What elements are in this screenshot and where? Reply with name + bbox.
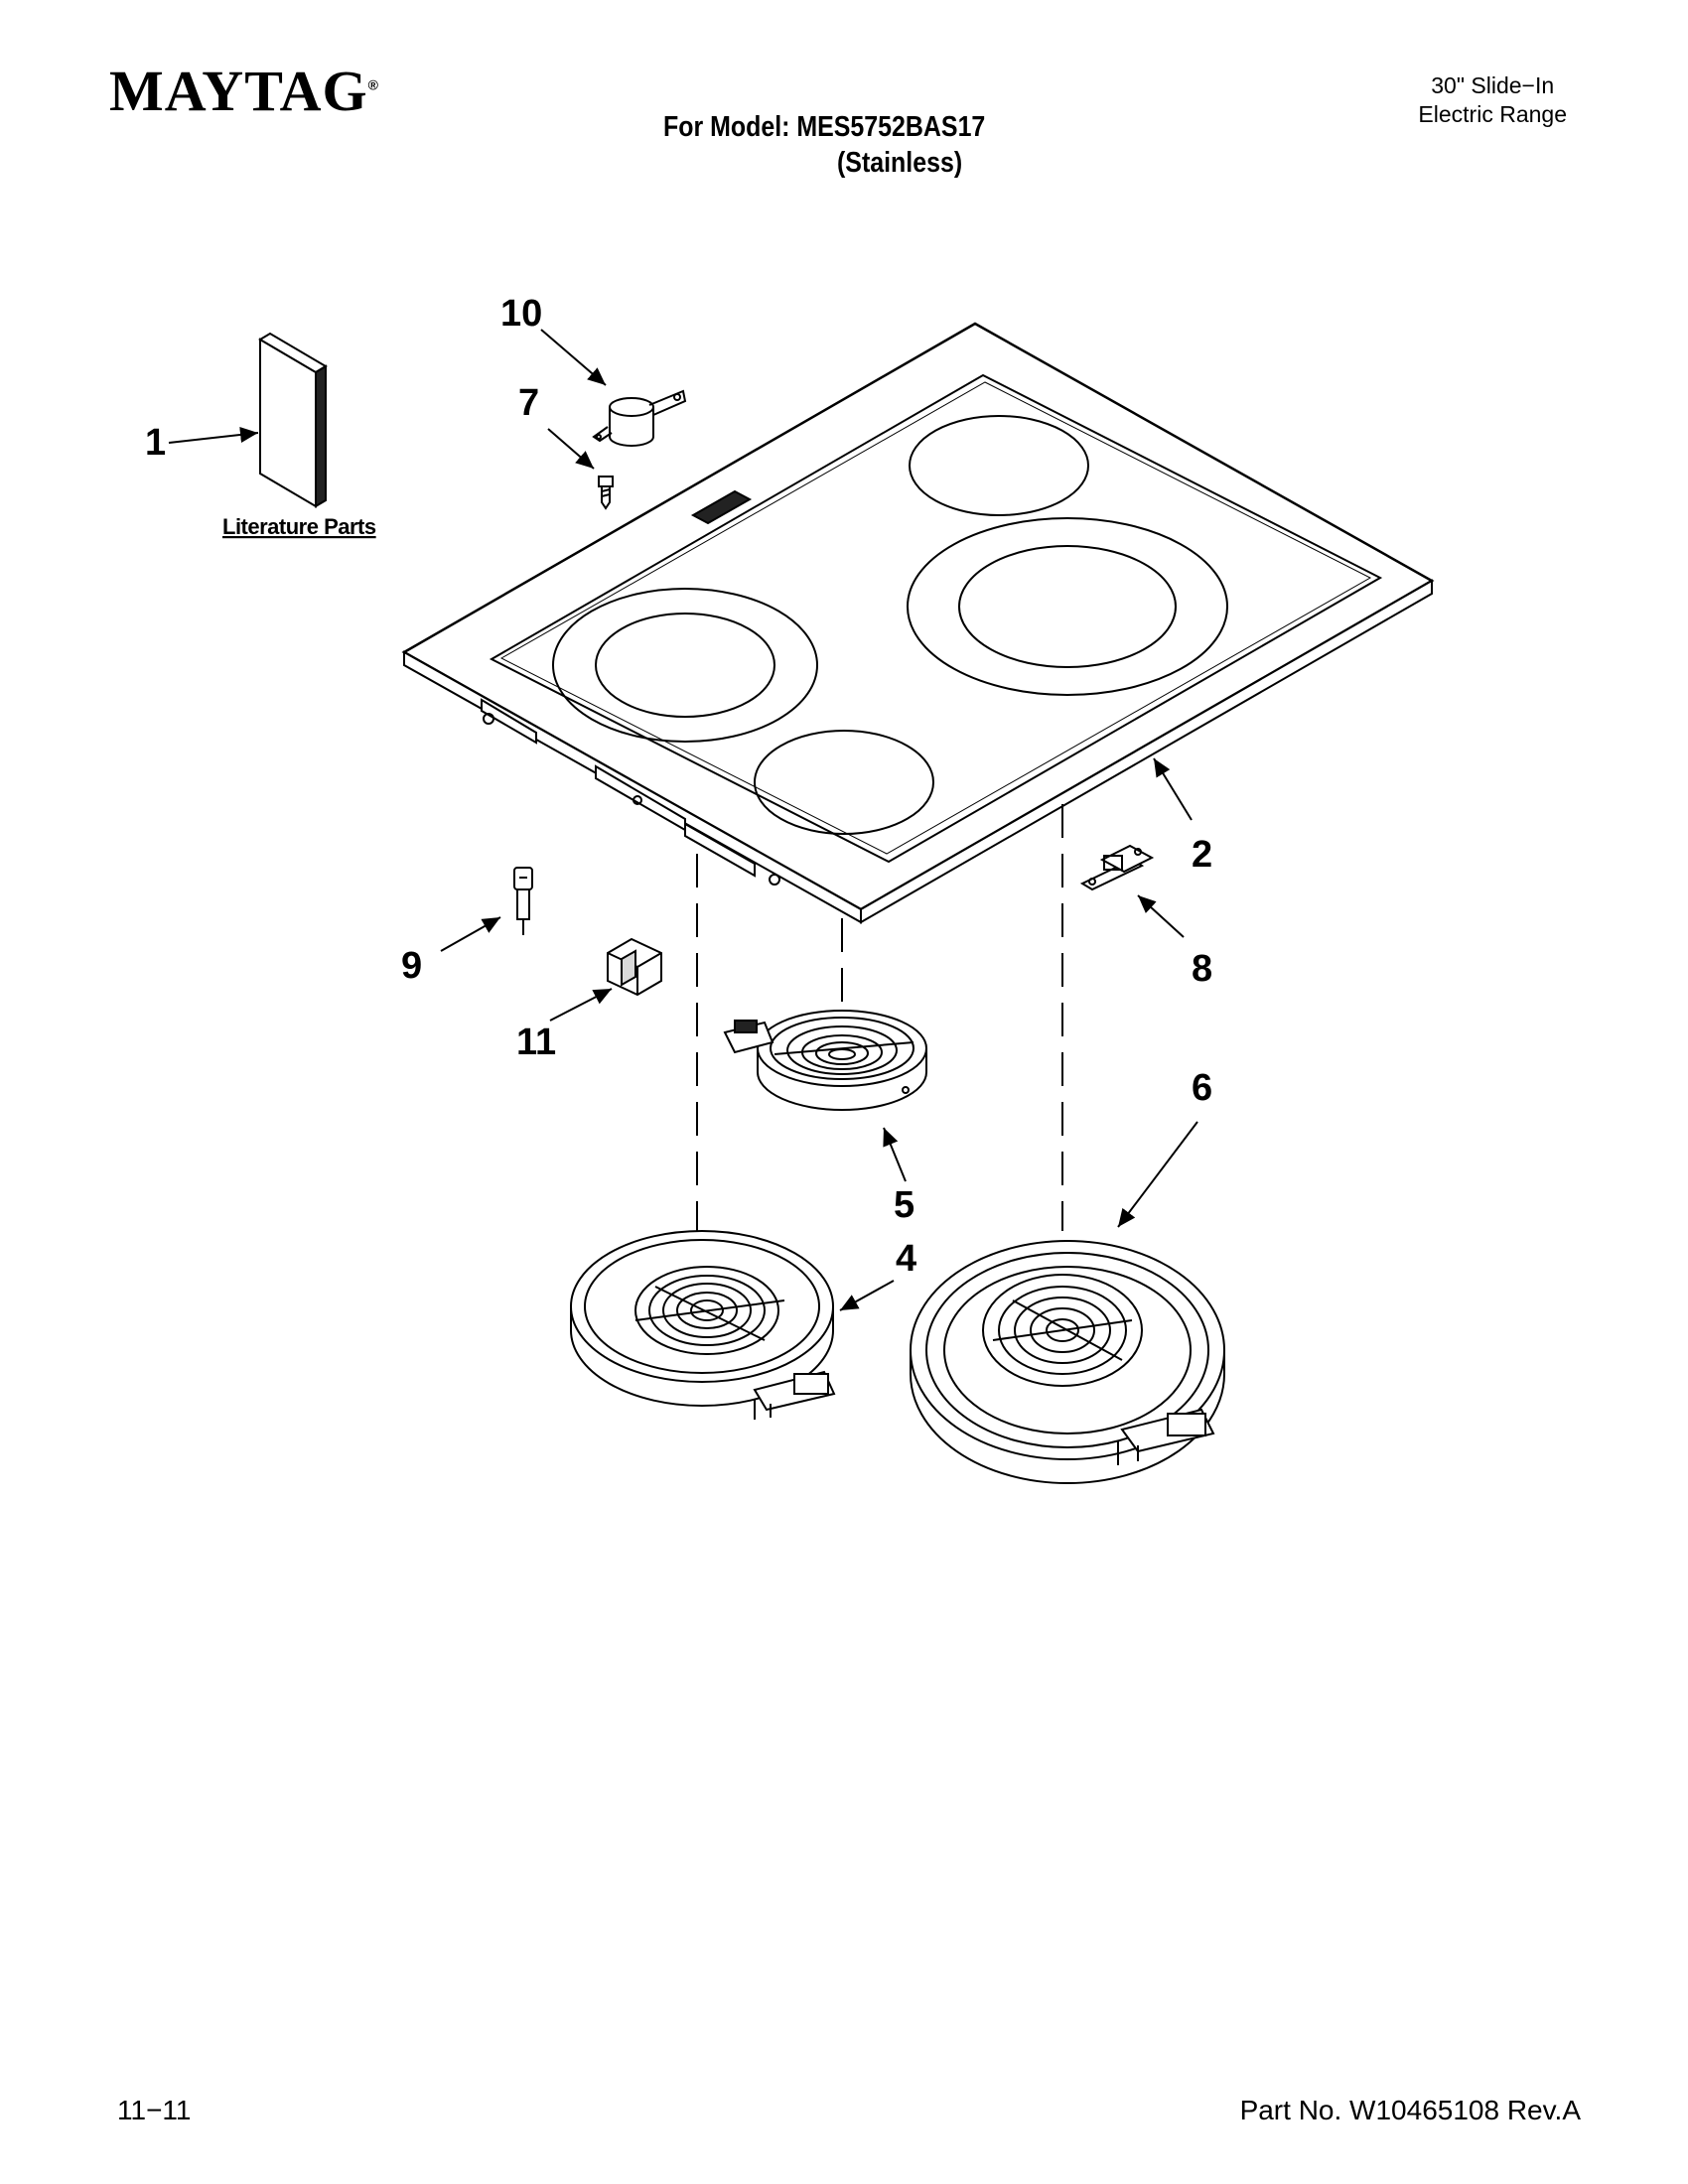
callout-6: 6 <box>1192 1067 1212 1109</box>
radiant-element-small <box>723 1010 927 1111</box>
limiter-thermostat <box>592 389 687 447</box>
callout-leader-2 <box>1153 757 1193 821</box>
callout-8: 8 <box>1192 948 1212 990</box>
literature-parts-booklet <box>258 332 328 508</box>
part-number: Part No. W10465108 Rev.A <box>1239 2095 1581 2125</box>
callout-4: 4 <box>896 1238 916 1280</box>
sensor-probe <box>513 867 533 935</box>
callout-9: 9 <box>401 945 422 987</box>
callout-leader-11 <box>549 988 613 1022</box>
revision-date: 11−11 <box>117 2095 192 2125</box>
cooktop-glass-top <box>401 322 1435 924</box>
model-title: For Model: MES5752BAS17 <box>663 111 986 143</box>
callout-1: 1 <box>145 422 166 464</box>
radiant-element-medium <box>570 1230 836 1420</box>
radiant-element-large-dual <box>910 1240 1225 1484</box>
burner-ring-rear-right <box>909 415 1089 516</box>
burner-ring-front-small <box>754 730 934 835</box>
brand-name: MAYTAG <box>109 59 368 123</box>
product-description: 30" Slide−In Electric Range <box>1418 71 1567 129</box>
callout-5: 5 <box>894 1184 914 1226</box>
callout-leader-9 <box>440 916 501 952</box>
mounting-bracket <box>1079 844 1155 891</box>
burner-ring-front-left-outer <box>552 588 818 743</box>
callout-leader-7 <box>547 428 595 470</box>
callout-leader-1 <box>168 427 259 444</box>
product-line-1: 30" Slide−In <box>1431 72 1555 98</box>
brand-logo: MAYTAG® <box>109 58 379 124</box>
callout-2: 2 <box>1192 834 1212 876</box>
callout-10: 10 <box>500 293 542 335</box>
burner-ring-front-left-inner <box>595 613 775 718</box>
product-line-2: Electric Range <box>1418 101 1567 127</box>
burner-ring-large-outer <box>907 517 1228 696</box>
registered-mark: ® <box>367 76 379 93</box>
callout-leader-5 <box>883 1127 907 1182</box>
literature-parts-label: Literature Parts <box>222 514 376 539</box>
callout-11: 11 <box>516 1022 556 1063</box>
insulation-block <box>607 937 662 997</box>
model-variant: (Stainless) <box>837 147 963 179</box>
callout-leader-8 <box>1137 894 1185 938</box>
mounting-screw <box>598 476 614 510</box>
callout-leader-4 <box>839 1280 895 1311</box>
callout-leader-10 <box>540 329 607 386</box>
burner-ring-large-inner <box>958 545 1177 668</box>
callout-7: 7 <box>518 382 539 424</box>
callout-leader-6 <box>1117 1121 1198 1228</box>
control-vent-slot <box>690 489 753 525</box>
